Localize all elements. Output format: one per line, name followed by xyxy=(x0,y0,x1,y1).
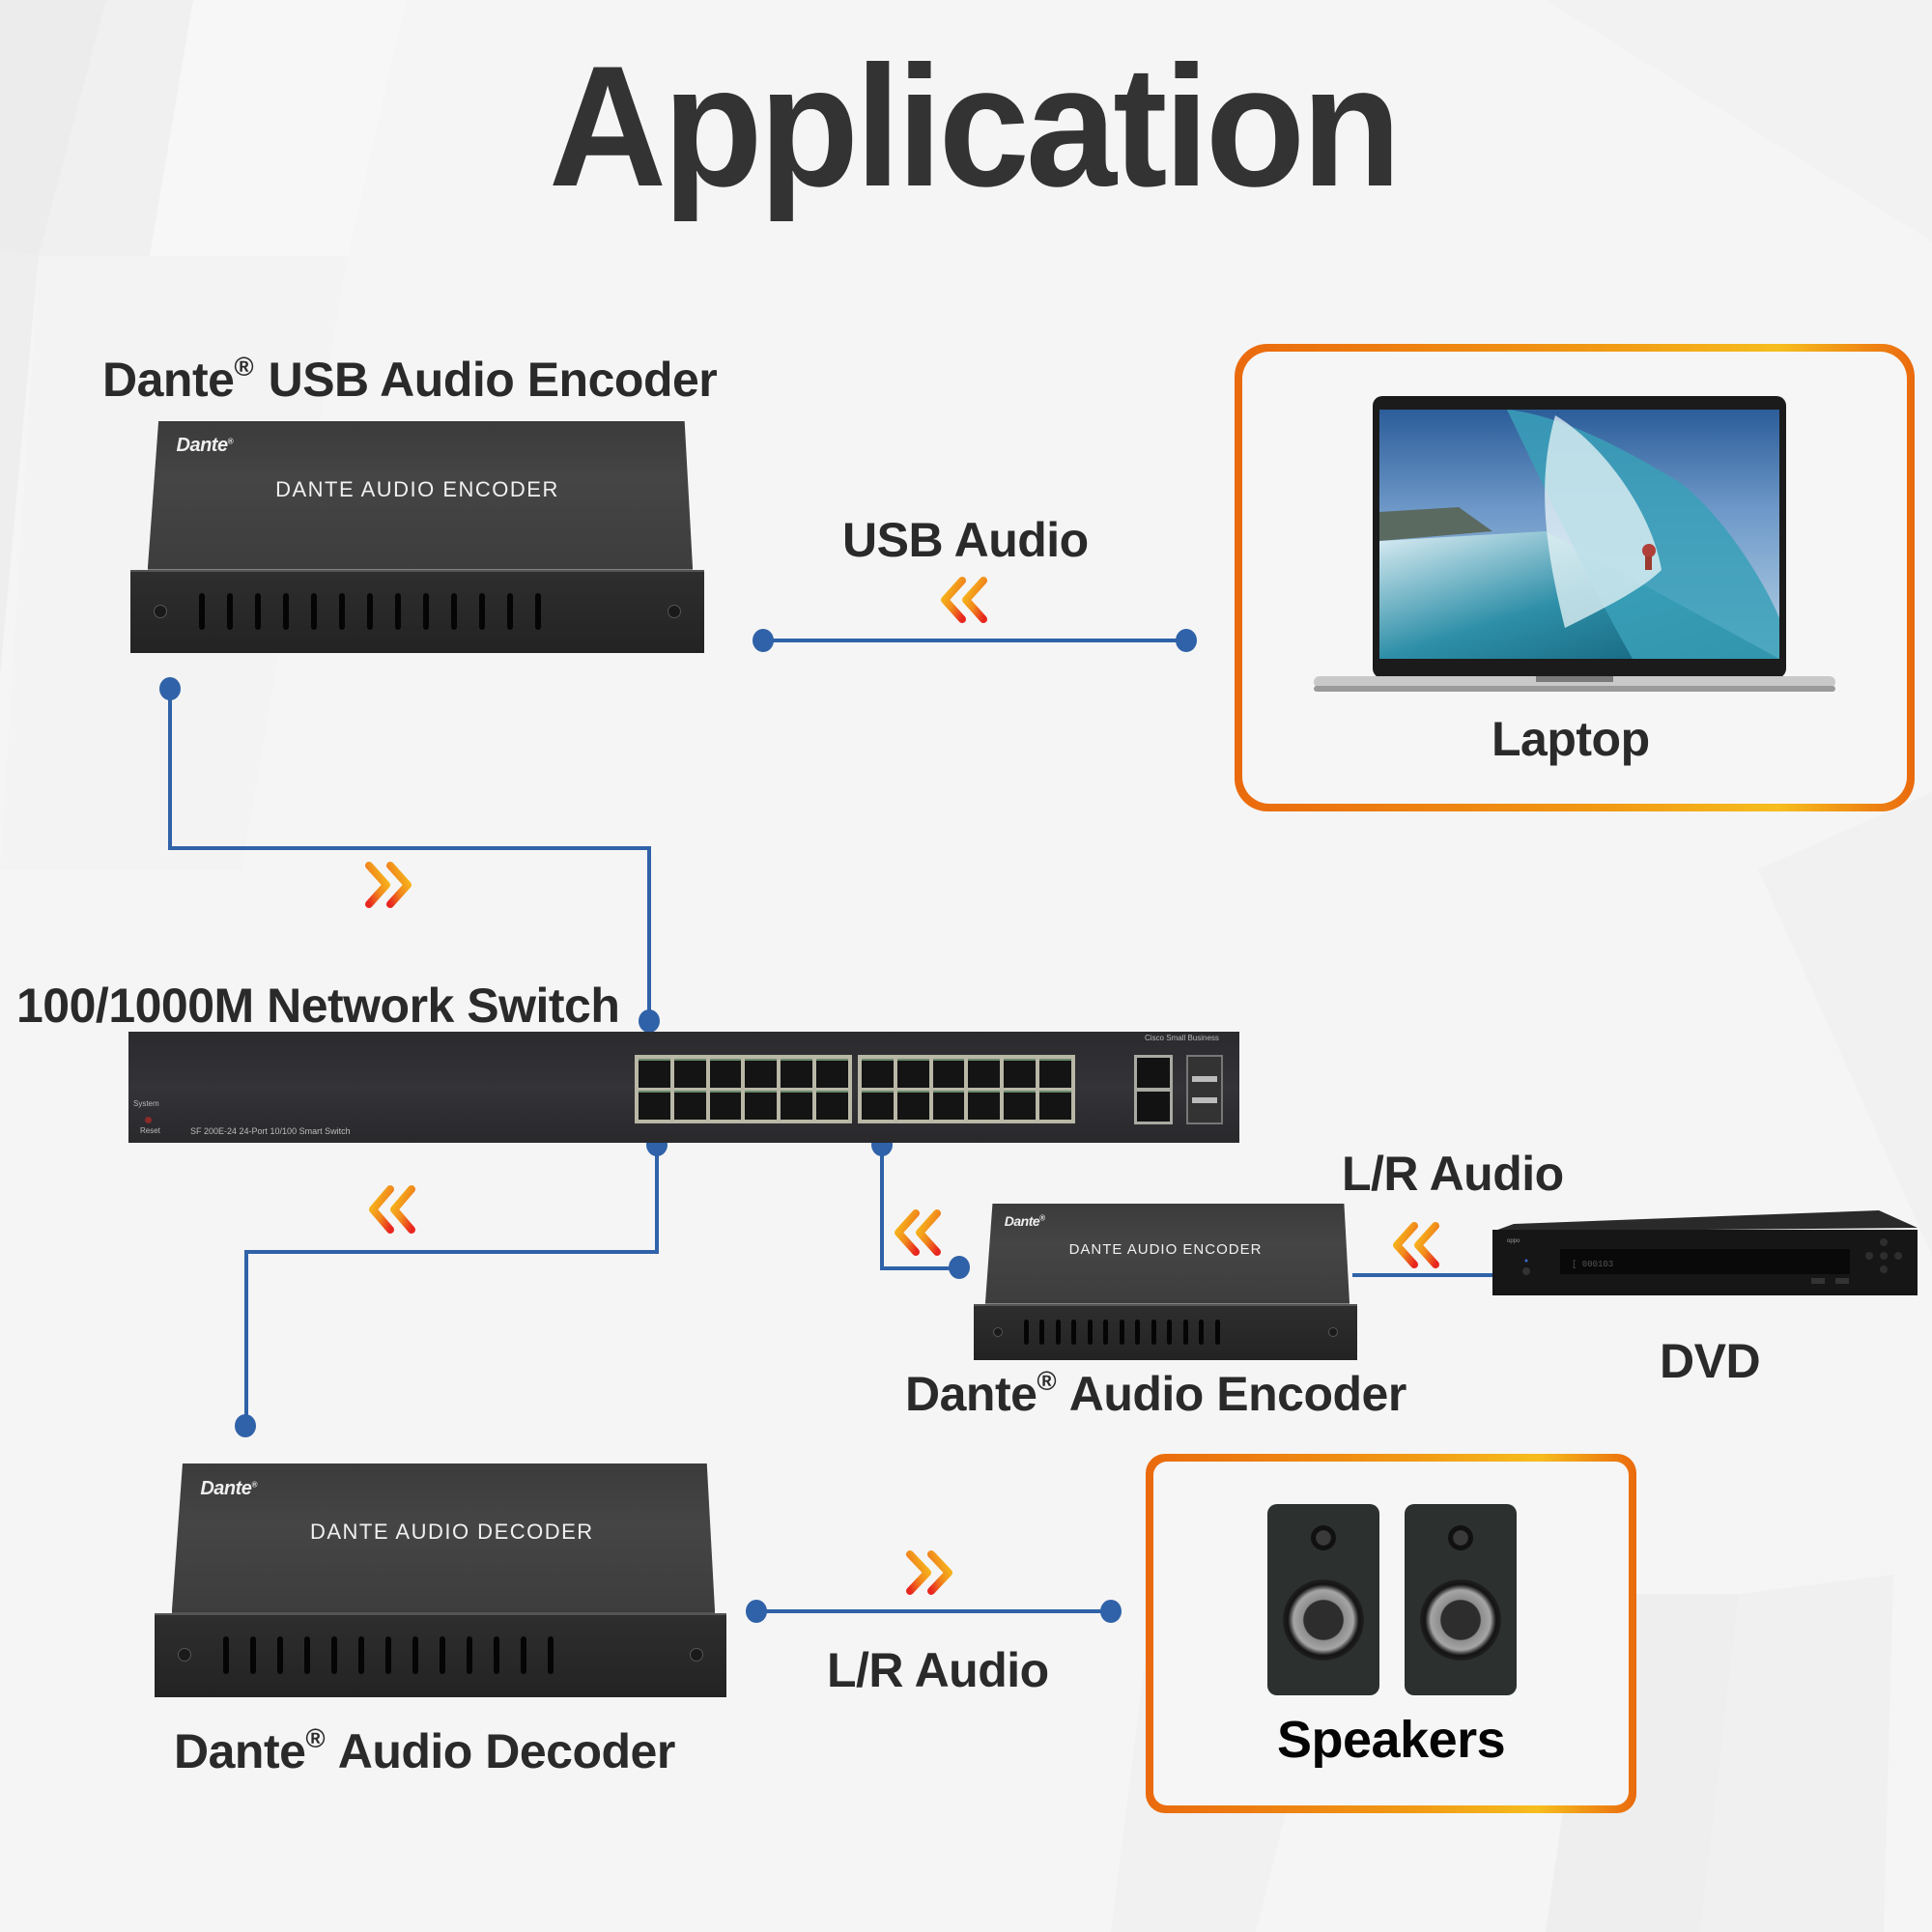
device-title: DANTE AUDIO ENCODER xyxy=(1068,1240,1263,1258)
audio-encoder-device: Dante® DANTE AUDIO ENCODER xyxy=(974,1204,1357,1360)
svg-text:[ 000103: [ 000103 xyxy=(1572,1260,1613,1269)
svg-text:oppo: oppo xyxy=(1507,1238,1520,1244)
usb-encoder-label: Dante® USB Audio Encoder xyxy=(102,352,718,407)
model-label: SF 200E-24 24-Port 10/100 Smart Switch xyxy=(190,1126,351,1136)
laptop-image xyxy=(1314,396,1835,692)
brand-label: Cisco Small Business xyxy=(1145,1034,1219,1042)
vent-slots xyxy=(223,1636,575,1674)
ethernet-ports xyxy=(635,1055,1075,1123)
dante-logo: Dante® xyxy=(200,1477,257,1499)
double-chevron-left-icon xyxy=(369,1185,415,1234)
speakers-label: Speakers xyxy=(1277,1711,1506,1769)
speakers-frame xyxy=(1146,1454,1636,1813)
reset-button xyxy=(145,1117,152,1123)
system-led-label: System xyxy=(133,1099,159,1108)
double-chevron-right-icon xyxy=(365,862,412,908)
usb-audio-label: USB Audio xyxy=(842,513,1089,567)
audio-decoder-device: Dante® DANTE AUDIO DECODER xyxy=(155,1463,726,1697)
usb-audio-encoder-device: Dante® DANTE AUDIO ENCODER xyxy=(130,421,704,653)
tweeter xyxy=(1311,1525,1336,1550)
speaker-lr-audio-label: L/R Audio xyxy=(827,1643,1049,1697)
page-title: Application xyxy=(549,30,1402,222)
device-title: DANTE AUDIO ENCODER xyxy=(275,476,559,501)
double-chevron-left-icon xyxy=(941,577,987,623)
laptop-label: Laptop xyxy=(1492,712,1650,766)
reset-label: Reset xyxy=(140,1126,160,1135)
network-switch-device: System Reset SF 200E-24 24-Port 10/100 S… xyxy=(128,1032,1239,1143)
vent-slots xyxy=(1023,1320,1232,1345)
device-title: DANTE AUDIO DECODER xyxy=(309,1520,594,1545)
dvd-lr-audio-label: L/R Audio xyxy=(1342,1147,1564,1201)
dante-logo: Dante® xyxy=(176,435,234,457)
vent-slots xyxy=(199,592,563,630)
woofer xyxy=(1283,1579,1364,1661)
speaker-right xyxy=(1405,1504,1517,1695)
dvd-player-image: oppo [ 000103 xyxy=(1492,1210,1918,1295)
switch-label: 100/1000M Network Switch xyxy=(16,979,620,1033)
tweeter xyxy=(1448,1525,1473,1550)
audio-decoder-label: Dante® Audio Decoder xyxy=(174,1723,675,1778)
dante-logo: Dante® xyxy=(1004,1212,1045,1229)
double-chevron-left-icon xyxy=(1393,1222,1439,1268)
woofer xyxy=(1420,1579,1501,1661)
double-chevron-right-icon xyxy=(906,1550,952,1595)
audio-encoder-label: Dante® Audio Encoder xyxy=(905,1366,1406,1421)
dvd-label: DVD xyxy=(1660,1334,1761,1388)
uplink-ports xyxy=(1134,1055,1173,1124)
speaker-left xyxy=(1267,1504,1379,1695)
sfp-ports xyxy=(1186,1055,1223,1124)
double-chevron-left-icon xyxy=(895,1209,941,1256)
